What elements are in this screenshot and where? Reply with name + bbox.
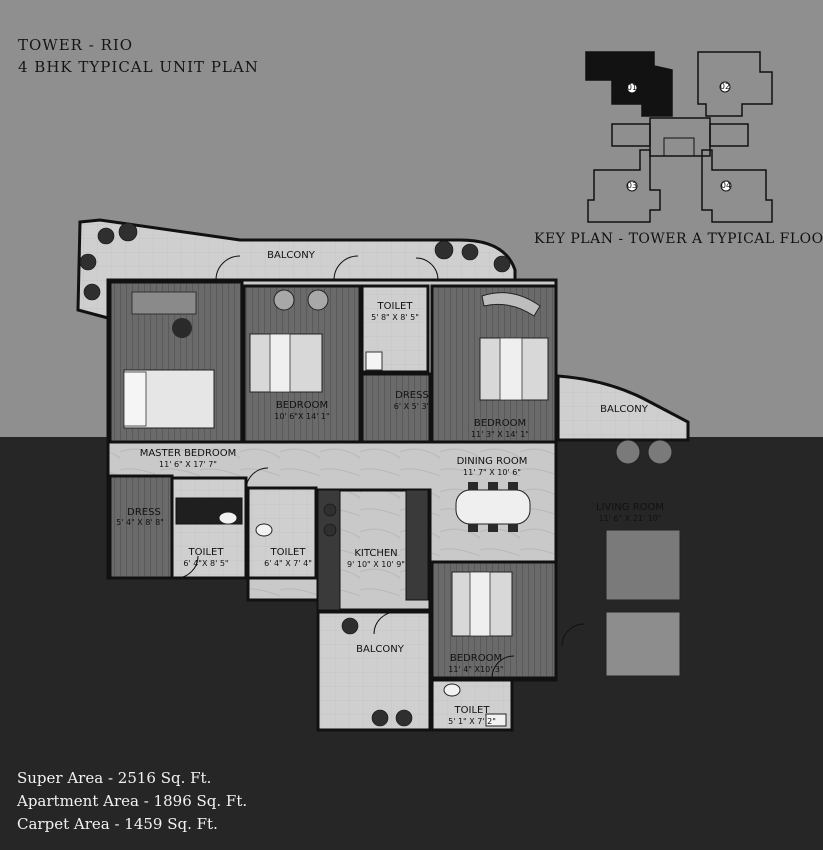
key-plan: 01 02 03 04 [585, 51, 773, 223]
page-header: TOWER - RIO 4 BHK TYPICAL UNIT PLAN [18, 34, 259, 78]
dress-1-dimensions: 6' X 5' 3" [394, 402, 430, 411]
door-swings [175, 255, 585, 679]
key-plan-caption: KEY PLAN - TOWER A TYPICAL FLOOR [534, 231, 823, 247]
toilet-1-dimensions: 5' 8" X 8' 5" [371, 313, 419, 322]
key-plan-marker: 04 [721, 181, 731, 190]
balcony-right-area [556, 374, 690, 442]
key-plan-unit-outline [701, 149, 773, 223]
key-plan-core [649, 117, 711, 157]
bedroom-1-label: BEDROOM [276, 400, 328, 411]
dining-table-icon [455, 489, 531, 525]
key-plan-lift [663, 137, 695, 157]
dress-1-area [360, 372, 432, 444]
dining-room-label: DINING ROOM [457, 456, 528, 467]
key-plan-marker: 01 [627, 83, 637, 92]
living-sofa-icon [605, 611, 681, 677]
chair-icon [307, 289, 329, 311]
carpet-area: Carpet Area - 1459 Sq. Ft. [17, 815, 218, 833]
key-plan-marker: 02 [720, 82, 730, 91]
sofa-icon [131, 291, 197, 315]
chair-icon [273, 289, 295, 311]
unit-plan-title: 4 BHK TYPICAL UNIT PLAN [18, 58, 259, 76]
rug-icon [172, 318, 192, 338]
master-bedroom-dimensions: 11' 6" X 17' 7" [159, 460, 217, 469]
dining-room-dimensions: 11' 7" X 10' 6" [463, 468, 521, 477]
armchair-icon [647, 439, 673, 465]
apartment-area: Apartment Area - 1896 Sq. Ft. [17, 792, 248, 810]
key-plan-stair-right [709, 123, 749, 147]
toilet-2-dimensions: 6' 4"X 8' 5" [183, 559, 228, 568]
balcony-right-label: BALCONY [600, 404, 649, 415]
living-room-dimensions: 11' 6" X 21' 10" [598, 514, 661, 523]
balcony-bottom-label: BALCONY [356, 644, 405, 655]
toilet-1-label: TOILET [377, 301, 414, 312]
balcony-top-label: BALCONY [267, 250, 316, 261]
key-plan-unit-outline [697, 51, 773, 117]
toilet-3-dimensions: 6' 4" X 7' 4" [264, 559, 312, 568]
wc-icon [218, 511, 238, 525]
dress-2-dimensions: 5' 4" X 8' 8" [116, 518, 164, 527]
toilet-4-label: TOILET [454, 705, 491, 716]
armchair-icon [615, 439, 641, 465]
dress-2-label: DRESS [127, 507, 161, 518]
toilet-4-dimensions: 5' 1" X 7' 2" [448, 717, 496, 726]
sink-icon [485, 713, 507, 727]
wc-icon [443, 683, 461, 697]
dining-chairs-icon [468, 482, 518, 532]
sink-icon [365, 351, 383, 371]
living-sofa-icon [605, 529, 681, 601]
key-plan-stair-left [611, 123, 651, 147]
toilet-3-label: TOILET [270, 547, 307, 558]
curved-sofa-icon [481, 292, 541, 317]
key-plan-unit-outline [587, 149, 661, 223]
kitchen-counter-icon [317, 489, 341, 611]
area-summary: Super Area - 2516 Sq. Ft. Apartment Area… [17, 767, 247, 836]
bedroom-3-dimensions: 11' 4" X10' 3" [448, 665, 503, 674]
dress-2-area [108, 474, 174, 580]
tower-title: TOWER - RIO [18, 36, 134, 54]
bedroom-2-dimensions: 11' 3" X 14' 1" [471, 430, 529, 439]
bedroom-3-label: BEDROOM [450, 653, 502, 664]
toilet-2-area [170, 476, 248, 580]
wc-icon [255, 523, 273, 537]
bedroom-1-dimensions: 10' 6"X 14' 1" [274, 412, 329, 421]
dress-1-label: DRESS [395, 390, 429, 401]
super-area: Super Area - 2516 Sq. Ft. [17, 769, 212, 787]
living-room-label: LIVING ROOM [596, 502, 664, 513]
toilet-2-label: TOILET [188, 547, 225, 558]
plant-icons [79, 222, 511, 727]
kitchen-counter-icon [405, 489, 429, 601]
key-plan-marker: 03 [627, 181, 637, 190]
master-bedroom-label: MASTER BEDROOM [140, 448, 237, 459]
kitchen-dimensions: 9' 10" X 10' 9" [347, 560, 405, 569]
bedroom-2-label: BEDROOM [474, 418, 526, 429]
kitchen-label: KITCHEN [354, 548, 397, 559]
